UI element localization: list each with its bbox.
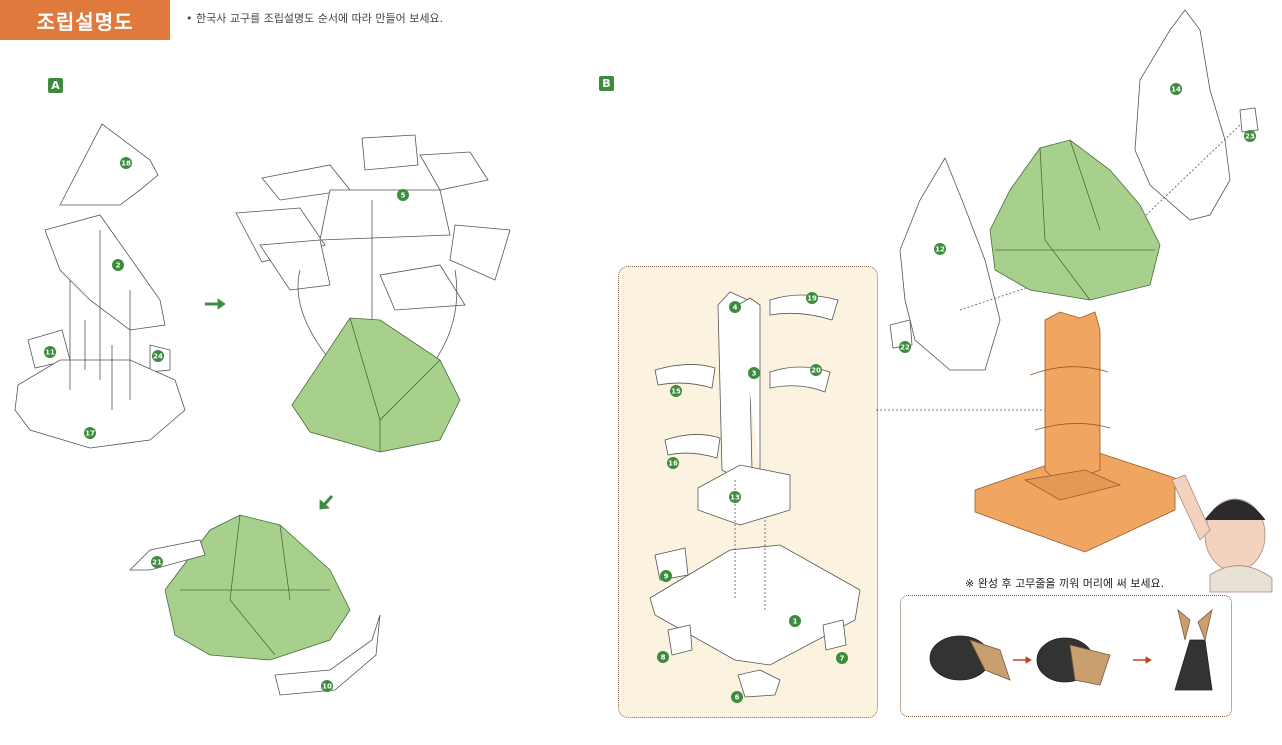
- part-label-24: 24: [153, 353, 163, 361]
- part-label-2: 2: [116, 262, 121, 270]
- photo-panel: [900, 595, 1232, 717]
- part-badge-23: 23: [1244, 130, 1256, 142]
- part-badge-20: 20: [810, 364, 822, 376]
- part-label-20: 20: [811, 367, 821, 375]
- part-label-8: 8: [661, 654, 666, 662]
- part-badge-21: 21: [151, 556, 163, 568]
- part-badge-16: 16: [667, 457, 679, 469]
- part-label-1: 1: [793, 618, 798, 626]
- part-badge-6: 6: [731, 691, 743, 703]
- part-label-4: 4: [733, 304, 738, 312]
- part-badge-12: 12: [934, 243, 946, 255]
- part-badge-17: 17: [84, 427, 96, 439]
- part-label-22: 22: [900, 344, 910, 352]
- section-a-badge: A: [48, 78, 63, 93]
- part-label-14: 14: [1171, 86, 1181, 94]
- part-badge-4: 4: [729, 301, 741, 313]
- part-badge-8: 8: [657, 651, 669, 663]
- part-label-10: 10: [322, 683, 332, 691]
- part-label-21: 21: [152, 559, 162, 567]
- part-label-11: 11: [45, 349, 55, 357]
- part-label-9: 9: [664, 573, 669, 581]
- part-label-12: 12: [935, 246, 945, 254]
- part-label-18: 18: [121, 160, 131, 168]
- part-label-13: 13: [730, 494, 740, 502]
- part-label-17: 17: [85, 430, 95, 438]
- part-badge-11: 11: [44, 346, 56, 358]
- part-badge-7: 7: [836, 652, 848, 664]
- part-badges: 18 2 11 24 17 5 21 10 4 19 3 20 15 16 13…: [44, 83, 1256, 703]
- part-label-15: 15: [671, 388, 681, 396]
- part-badge-9: 9: [660, 570, 672, 582]
- part-label-7: 7: [840, 655, 845, 663]
- part-badge-15: 15: [670, 385, 682, 397]
- part-badge-13: 13: [729, 491, 741, 503]
- part-badge-2: 2: [112, 259, 124, 271]
- part-label-6: 6: [735, 694, 740, 702]
- part-badge-18: 18: [120, 157, 132, 169]
- completion-note: ※ 완성 후 고무줄을 끼워 머리에 써 보세요.: [965, 577, 1165, 590]
- page-title: 조립설명도: [0, 0, 170, 40]
- part-badge-19: 19: [806, 292, 818, 304]
- part-label-16: 16: [668, 460, 678, 468]
- part-badge-22: 22: [899, 341, 911, 353]
- part-badge-10: 10: [321, 680, 333, 692]
- part-label-19: 19: [807, 295, 817, 303]
- part-badge-14: 14: [1170, 83, 1182, 95]
- part-label-23: 23: [1245, 133, 1255, 141]
- part-label-3: 3: [752, 370, 757, 378]
- part-badge-3: 3: [748, 367, 760, 379]
- part-badge-1: 1: [789, 615, 801, 627]
- part-badge-5: 5: [397, 189, 409, 201]
- part-label-5: 5: [401, 192, 406, 200]
- section-b-badge: B: [599, 76, 614, 91]
- instruction-text: • 한국사 교구를 조립설명도 순서에 따라 만들어 보세요.: [186, 12, 444, 25]
- part-badge-24: 24: [152, 350, 164, 362]
